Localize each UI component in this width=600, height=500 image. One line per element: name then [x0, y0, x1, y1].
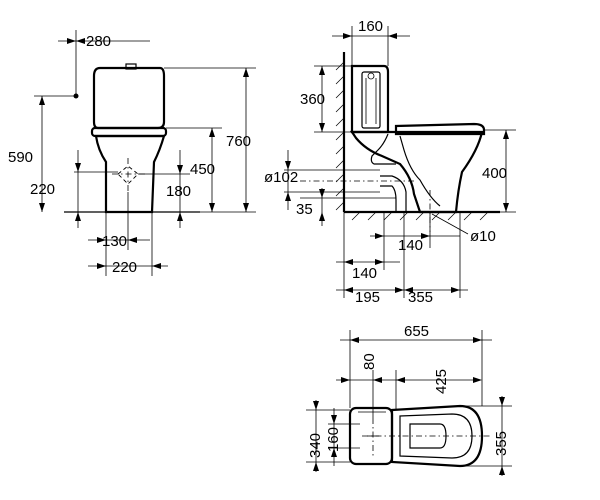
dim-front-outlet-right: 180: [166, 183, 191, 200]
dim-top-tank-width: 160: [325, 427, 342, 452]
floor-hatch: [351, 211, 489, 221]
dim-side-wall-to-outlet: 195: [355, 289, 380, 306]
dim-side-outlet-height: 35: [296, 201, 313, 218]
front-seat-band: [90, 126, 168, 138]
dim-side-bolt-offset: 140: [398, 237, 423, 254]
top-view: 655 80 425 340 160 355: [306, 323, 512, 476]
dim-side-tank-height: 360: [300, 91, 325, 108]
dim-top-tank-offset: 80: [361, 353, 378, 370]
dim-side-wall-offset: 140: [352, 265, 377, 282]
front-tank-outline: [92, 66, 166, 130]
dim-top-bowl-length: 425: [433, 369, 450, 394]
front-outlet-hidden: [117, 165, 139, 185]
side-flush-mechanism: [361, 71, 381, 129]
side-outlet-pipe: [380, 175, 407, 212]
dim-side-outlet-to-bolt: 355: [408, 289, 433, 306]
dim-side-bowl-height: 400: [482, 165, 507, 182]
dim-front-outlet-left: 220: [30, 181, 55, 198]
wall-hatch: [335, 61, 345, 211]
front-view: 280 590 760 450 220 180: [8, 30, 256, 276]
dim-top-total-length: 655: [404, 323, 429, 340]
dim-front-foot-width: 220: [112, 259, 137, 276]
side-seat: [394, 122, 486, 136]
dim-front-seat-height: 450: [190, 161, 215, 178]
side-trap: [399, 135, 441, 207]
dim-side-outlet-diameter: ø102: [264, 169, 298, 186]
side-view: 160 360 400 ø102 35 140: [264, 18, 516, 306]
dim-front-inlet-height: 590: [8, 149, 33, 166]
dim-front-total-height: 760: [226, 133, 251, 150]
dim-front-base-width: 130: [102, 233, 127, 250]
dim-top-total-width: 340: [307, 433, 324, 458]
dim-top-bowl-width: 355: [493, 431, 510, 456]
side-bowl-outline: [349, 130, 484, 214]
dim-side-bolt-diameter: ø10: [470, 228, 496, 245]
dim-side-tank-depth: 160: [358, 18, 383, 35]
front-flush-button: [125, 63, 137, 70]
side-cistern-outline: [350, 64, 390, 134]
dim-front-tank-width: 280: [86, 33, 111, 50]
